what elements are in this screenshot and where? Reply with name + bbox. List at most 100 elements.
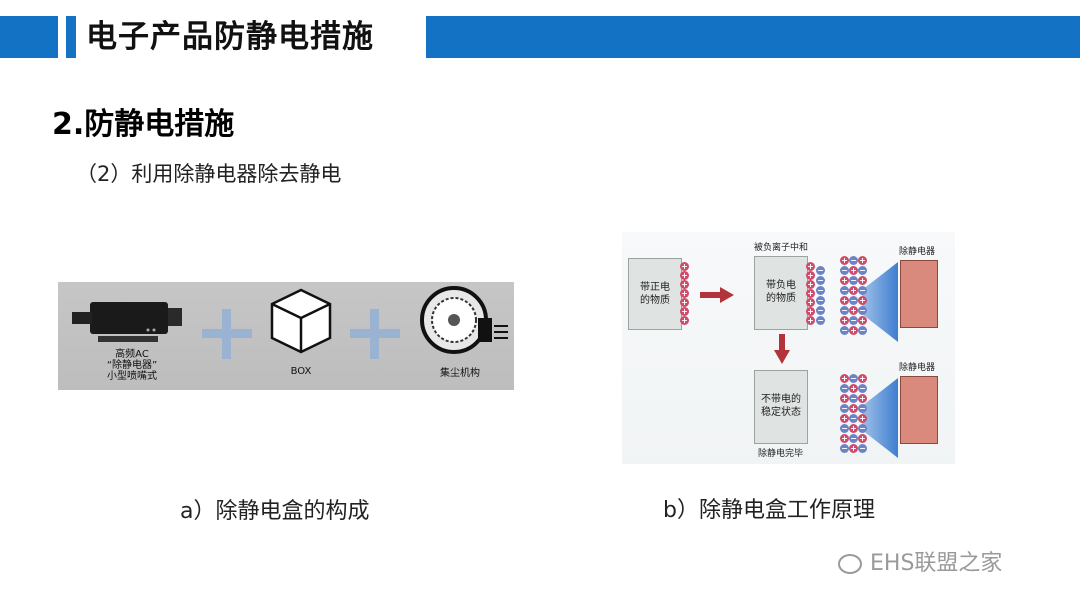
- ion-icon: +: [840, 316, 849, 325]
- positive-charge-icon: +: [806, 280, 815, 289]
- subtitle: （2）利用除静电器除去静电: [76, 162, 342, 186]
- figure-b-caption: b）除静电盒工作原理: [663, 498, 875, 523]
- ion-icon: +: [840, 414, 849, 423]
- ion-icon: −: [849, 394, 858, 403]
- ion-icon: −: [858, 326, 867, 335]
- negative-charge-icon: −: [816, 276, 825, 285]
- positive-matter-box: 带正电 的物质: [628, 258, 682, 330]
- ion-icon: −: [849, 276, 858, 285]
- positive-charge-icon: +: [806, 262, 815, 271]
- ion-icon: −: [840, 424, 849, 433]
- cube-icon: [270, 288, 332, 354]
- ion-icon: −: [840, 404, 849, 413]
- neutral-matter-box: 不带电的 稳定状态: [754, 370, 808, 444]
- fan-label: 集尘机构: [440, 368, 480, 379]
- positive-charge-icon: +: [680, 307, 689, 316]
- page-title: 电子产品防静电措施: [86, 19, 374, 55]
- positive-charge-icon: +: [806, 307, 815, 316]
- negative-matter-box: 带负电 的物质: [754, 256, 808, 330]
- ion-icon: −: [858, 306, 867, 315]
- positive-charge-icon: +: [680, 271, 689, 280]
- ion-icon: −: [858, 266, 867, 275]
- positive-charge-icon: +: [806, 298, 815, 307]
- arrow-right-icon: [700, 287, 734, 303]
- ion-icon: −: [858, 384, 867, 393]
- ion-icon: +: [858, 296, 867, 305]
- header-bar-left: [0, 16, 58, 58]
- ion-icon: −: [858, 444, 867, 453]
- positive-charge-icon: +: [806, 289, 815, 298]
- ion-icon: −: [840, 326, 849, 335]
- ion-icon: +: [858, 256, 867, 265]
- ion-icon: +: [840, 256, 849, 265]
- ion-icon: +: [840, 374, 849, 383]
- ion-icon: −: [840, 266, 849, 275]
- ion-icon: +: [849, 384, 858, 393]
- ion-icon: +: [849, 424, 858, 433]
- ion-icon: +: [840, 296, 849, 305]
- ion-icon: −: [858, 286, 867, 295]
- ionizer-machine-top: [900, 260, 938, 328]
- ionizer-bottom-label: 除静电器: [899, 363, 936, 373]
- negative-charge-icon: −: [816, 286, 825, 295]
- ion-icon: −: [849, 414, 858, 423]
- ion-cone-top: [862, 262, 898, 342]
- negative-charge-icon: −: [816, 296, 825, 305]
- positive-charge-icon: +: [680, 262, 689, 271]
- negative-charge-icon: −: [816, 306, 825, 315]
- ion-icon: −: [858, 424, 867, 433]
- arrow-down-icon: [774, 334, 790, 364]
- ion-icon: −: [840, 286, 849, 295]
- ion-icon: +: [858, 374, 867, 383]
- ionizer-top-label: 除静电器: [899, 247, 936, 257]
- figure-b-principle: 被负离子中和 除静电器 除静电器 带正电 的物质 带负电 的物质 不带电的 稳定…: [622, 232, 955, 464]
- ion-icon: +: [840, 434, 849, 443]
- plus-icon: [202, 309, 252, 359]
- ionizer-device-icon: [72, 302, 182, 342]
- ion-icon: +: [858, 394, 867, 403]
- ion-icon: −: [849, 374, 858, 383]
- ion-icon: +: [849, 286, 858, 295]
- ion-icon: −: [849, 434, 858, 443]
- ion-icon: −: [849, 296, 858, 305]
- ion-icon: +: [858, 276, 867, 285]
- positive-charge-icon: +: [680, 280, 689, 289]
- ion-icon: +: [849, 266, 858, 275]
- header-bar-right: [426, 16, 1080, 58]
- ion-icon: +: [840, 276, 849, 285]
- positive-charge-icon: +: [680, 289, 689, 298]
- ion-icon: +: [849, 306, 858, 315]
- ion-icon: −: [849, 316, 858, 325]
- ion-icon: −: [840, 384, 849, 393]
- neutralized-label: 被负离子中和: [754, 243, 809, 253]
- box-label: BOX: [290, 366, 312, 377]
- ion-icon: +: [849, 444, 858, 453]
- done-label: 除静电完毕: [758, 449, 804, 459]
- blower-fan-icon: [420, 286, 508, 354]
- ion-icon: +: [858, 316, 867, 325]
- watermark: EHS联盟之家: [838, 545, 1002, 577]
- ion-icon: +: [840, 394, 849, 403]
- ion-icon: −: [858, 404, 867, 413]
- ion-icon: −: [849, 256, 858, 265]
- figure-a-composition: 高频AC “除静电器” 小型喷嘴式 BOX 集尘机构: [58, 282, 514, 390]
- negative-charge-icon: −: [816, 316, 825, 325]
- ion-icon: −: [840, 444, 849, 453]
- ionizer-label: 高频AC “除静电器” 小型喷嘴式: [106, 349, 158, 382]
- negative-charge-icon: −: [816, 266, 825, 275]
- positive-charge-icon: +: [806, 316, 815, 325]
- wechat-icon: [838, 554, 862, 574]
- ion-icon: +: [849, 404, 858, 413]
- positive-charge-icon: +: [680, 298, 689, 307]
- watermark-text: EHS联盟之家: [870, 551, 1003, 576]
- ionizer-machine-bottom: [900, 376, 938, 444]
- ion-cone-bottom: [862, 378, 898, 458]
- ion-icon: +: [858, 414, 867, 423]
- section-title: 2.防静电措施: [52, 107, 235, 142]
- positive-charge-icon: +: [806, 271, 815, 280]
- header-stripe: [66, 16, 76, 58]
- ion-icon: +: [849, 326, 858, 335]
- positive-charge-icon: +: [680, 316, 689, 325]
- ion-icon: +: [858, 434, 867, 443]
- plus-icon: [350, 309, 400, 359]
